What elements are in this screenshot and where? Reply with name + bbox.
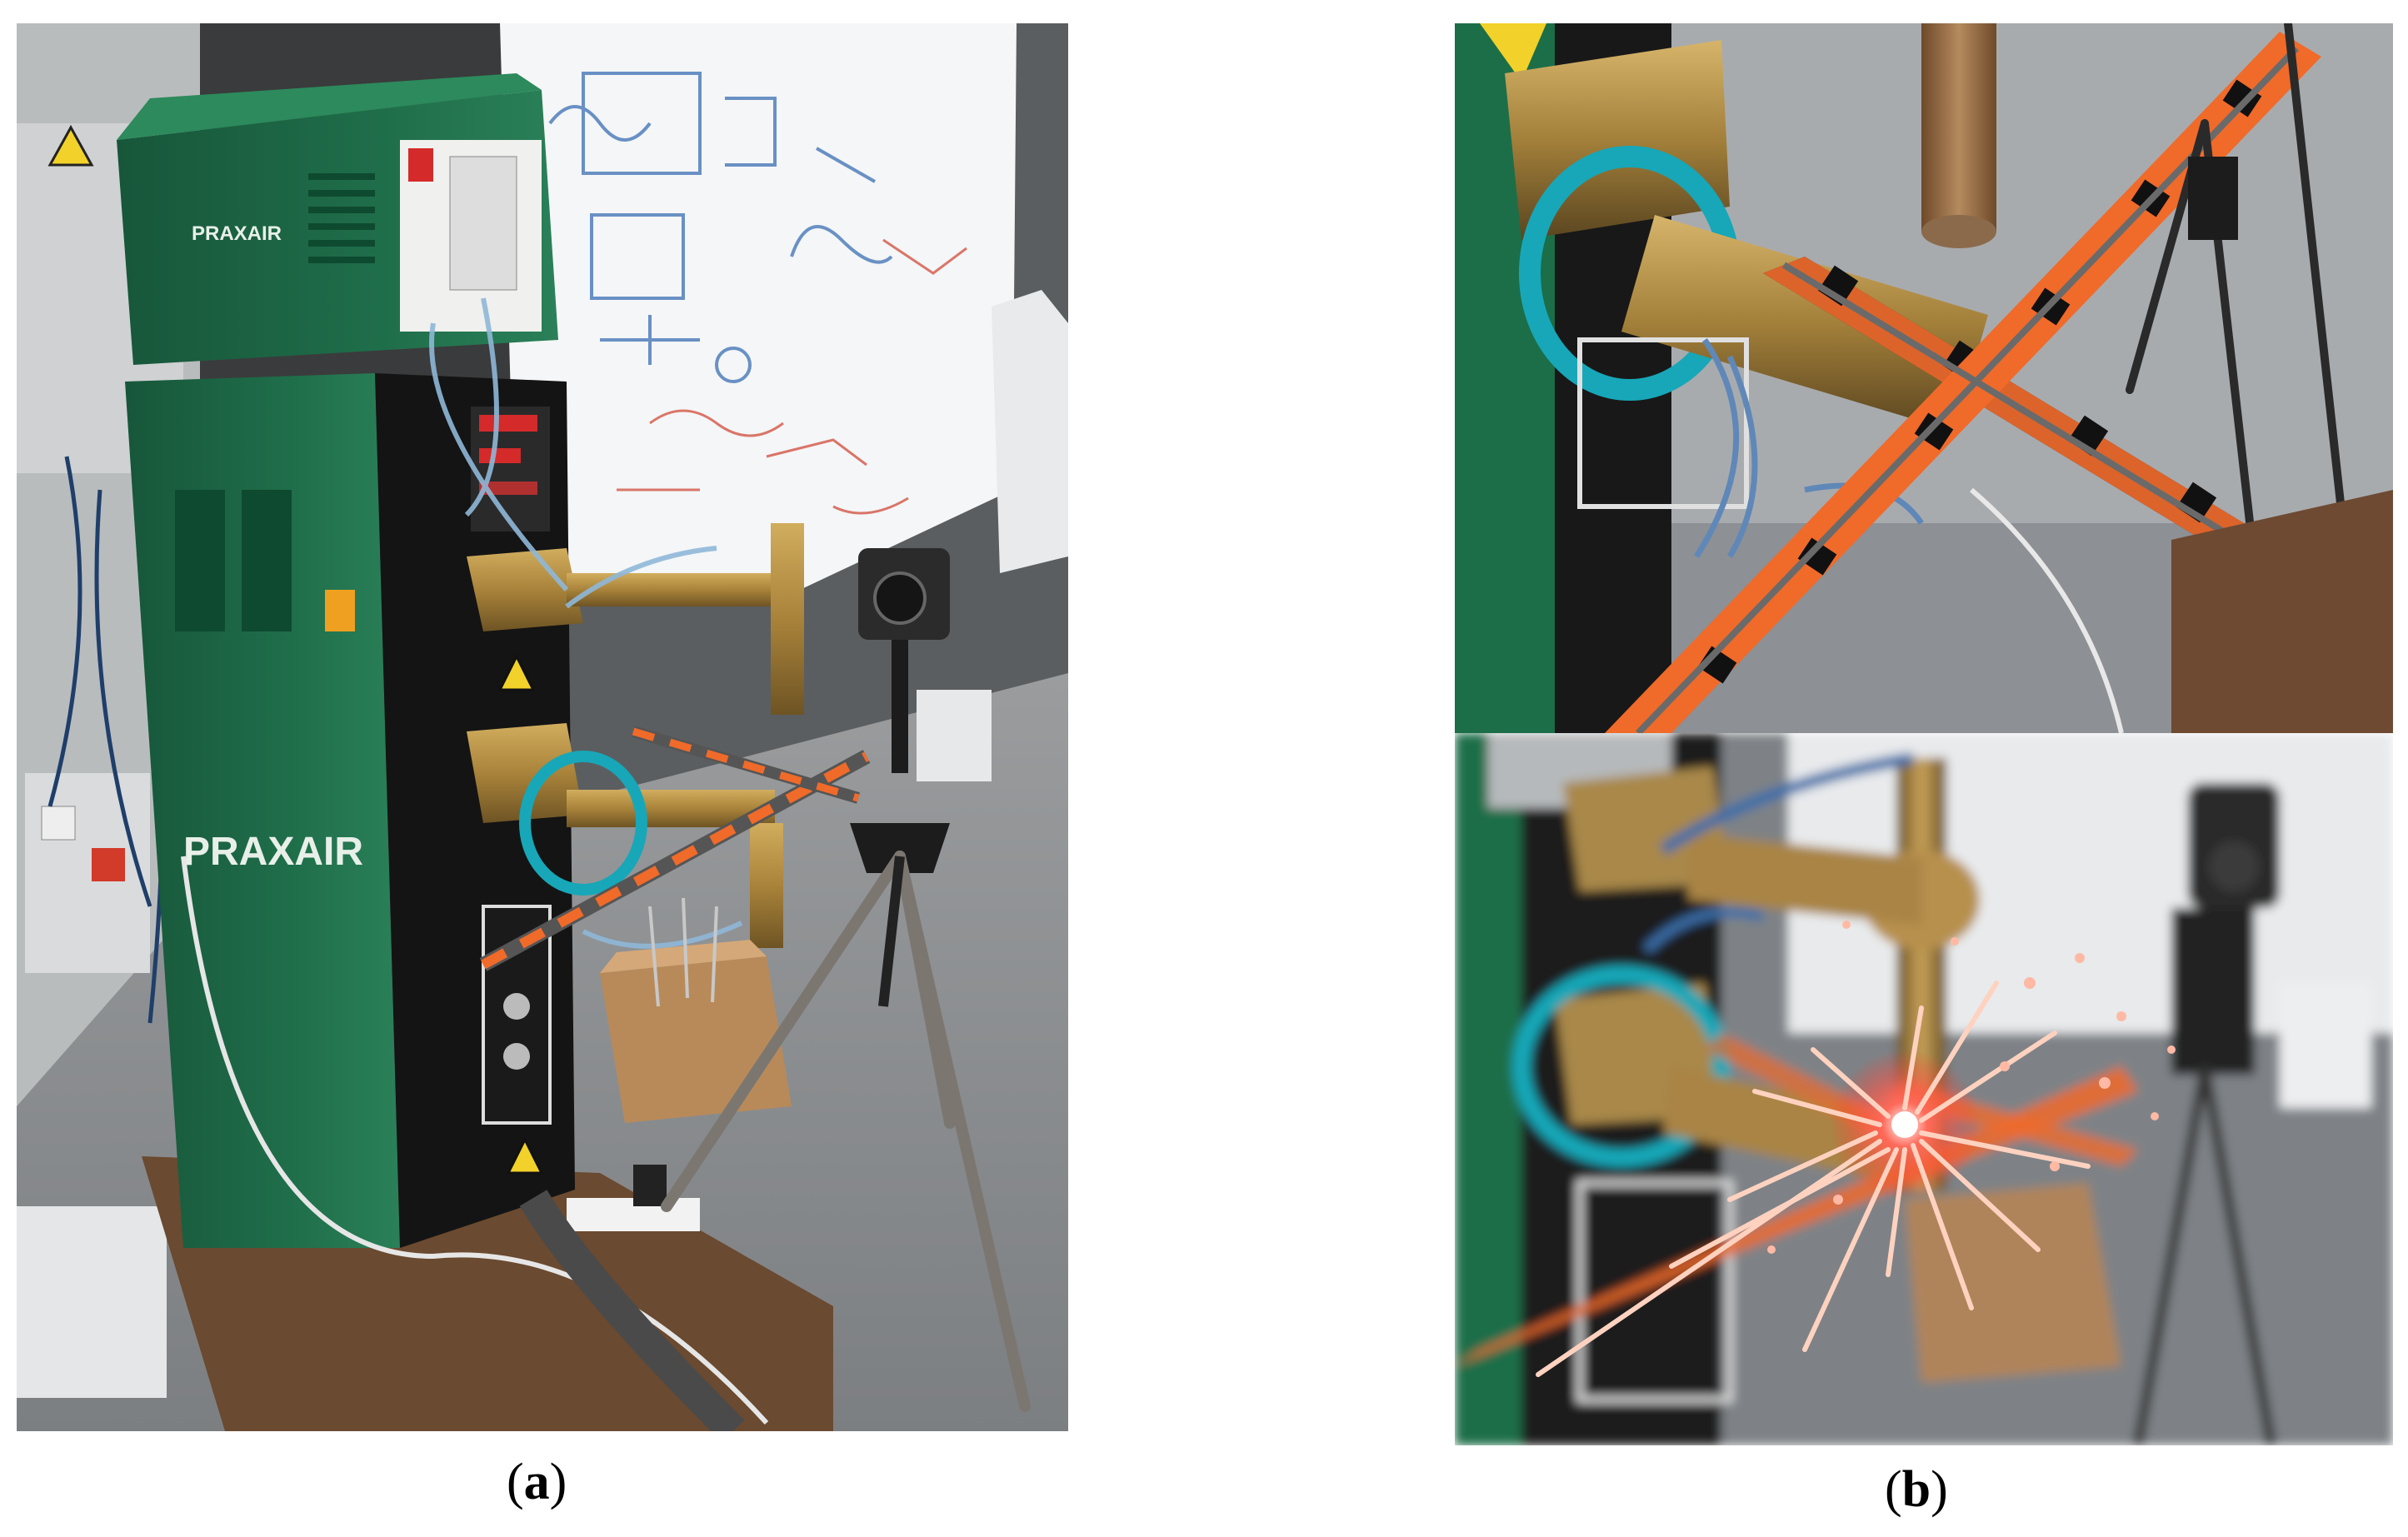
whiteboard	[500, 23, 1017, 598]
electrode-closeup-scene	[1455, 23, 2393, 733]
welding-machine-scene: PRAXAIR PRAXAIR	[17, 23, 1068, 1431]
whiteboard-sketches	[548, 72, 893, 383]
upper-electrode	[1921, 23, 1996, 232]
warning-stripe	[1480, 23, 1546, 82]
crossed-rebars	[1605, 32, 2321, 733]
cardboard-box	[600, 956, 792, 1123]
warning-sign	[47, 124, 94, 167]
brand-logo-main: PRAXAIR	[183, 830, 363, 874]
rebar-specimen	[479, 726, 871, 971]
cooling-hose	[519, 751, 647, 896]
socket-panel	[25, 773, 150, 973]
camera-tripod	[661, 548, 1031, 1412]
photo-welding-sparks	[1455, 733, 2393, 1445]
photo-electrode-closeup	[1455, 23, 2393, 733]
brand-logo-upper: PRAXAIR	[192, 222, 282, 245]
spark-particles	[1767, 921, 2176, 1254]
photo-welding-machine: PRAXAIR PRAXAIR	[17, 23, 1068, 1431]
lower-electrode-arm	[1621, 215, 1988, 432]
upper-electrode-holder	[771, 523, 804, 715]
welding-sparks-scene	[1455, 733, 2393, 1445]
welding-sparks	[1536, 981, 2091, 1377]
caption-panel-b: (b)	[1885, 1461, 1948, 1518]
caption-panel-a: (a)	[507, 1454, 567, 1510]
upper-arm	[567, 573, 783, 606]
